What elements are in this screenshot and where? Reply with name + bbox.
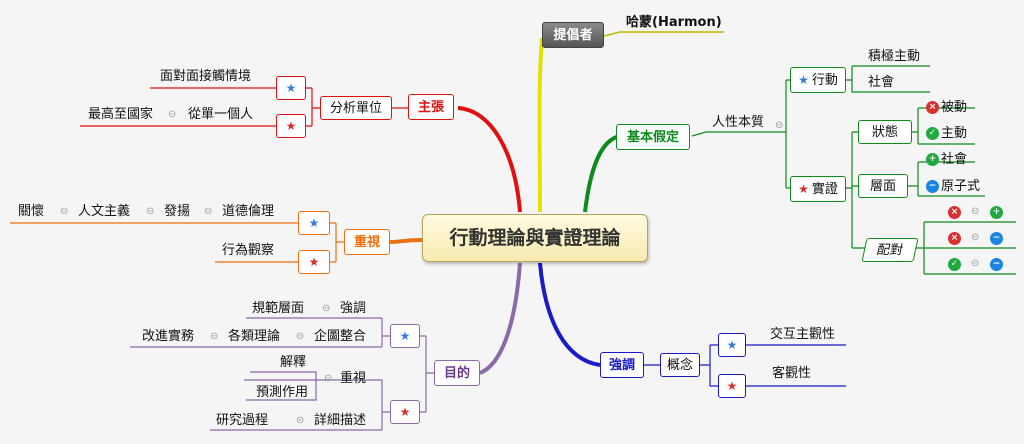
star-blue-node[interactable]: ★ bbox=[718, 333, 746, 357]
star-red-node[interactable]: ★ bbox=[718, 374, 746, 398]
integrate-label: 企圖整合 bbox=[314, 329, 367, 344]
research-process-label: 研究過程 bbox=[216, 413, 269, 428]
state-child-active: 主動 bbox=[941, 126, 968, 141]
action-node[interactable]: ★行動 bbox=[790, 67, 846, 93]
ethics-label: 道德倫理 bbox=[222, 204, 275, 219]
empirical-label: 實證 bbox=[811, 181, 838, 197]
detail-label: 詳細描述 bbox=[314, 413, 367, 428]
plus-circle-icon: + bbox=[926, 153, 939, 166]
collapse-icon[interactable]: ⊝ bbox=[146, 206, 155, 217]
value-node[interactable]: 重視 bbox=[344, 229, 390, 255]
basic-assumption-node[interactable]: 基本假定 bbox=[616, 124, 690, 150]
emphasis-node[interactable]: 強調 bbox=[600, 352, 644, 378]
emphasize-label: 強調 bbox=[340, 301, 367, 316]
check-circle-icon: ✓ bbox=[926, 127, 939, 140]
purpose-node[interactable]: 目的 bbox=[434, 360, 480, 386]
collapse-icon[interactable]: ⊝ bbox=[168, 109, 177, 120]
state-child-passive: 被動 bbox=[941, 100, 968, 115]
level-child-social: 社會 bbox=[941, 152, 968, 167]
close-circle-icon: × bbox=[926, 101, 939, 114]
collapse-icon: ⊝ bbox=[971, 232, 980, 243]
star-blue-node[interactable]: ★ bbox=[276, 76, 306, 100]
norm-level-label: 規範層面 bbox=[252, 301, 305, 316]
presenter-name: 哈蒙(Harmon) bbox=[626, 15, 722, 30]
claim-node[interactable]: 主張 bbox=[408, 94, 454, 120]
close-circle-icon: × bbox=[948, 232, 961, 245]
star-icon: ★ bbox=[285, 81, 297, 95]
collapse-icon: ⊝ bbox=[971, 206, 980, 217]
level-child-atomic: 原子式 bbox=[941, 179, 981, 194]
star-icon: ★ bbox=[399, 329, 411, 343]
star-icon: ★ bbox=[285, 119, 297, 133]
humanism-label: 人文主義 bbox=[78, 204, 131, 219]
explain-label: 解釋 bbox=[280, 355, 307, 370]
star-blue-node[interactable]: ★ bbox=[298, 211, 330, 235]
collapse-icon[interactable]: ⊝ bbox=[60, 206, 69, 217]
care-label: 關懷 bbox=[18, 204, 45, 219]
collapse-icon[interactable]: ⊝ bbox=[210, 331, 219, 342]
face-to-face-label: 面對面接觸情境 bbox=[160, 69, 252, 84]
level-node[interactable]: 層面 bbox=[858, 174, 908, 198]
central-topic[interactable]: 行動理論與實證理論 bbox=[422, 214, 648, 262]
theories-label: 各類理論 bbox=[228, 329, 281, 344]
collapse-icon[interactable]: ⊝ bbox=[296, 331, 305, 342]
collapse-icon[interactable]: ⊝ bbox=[322, 303, 331, 314]
star-icon: ★ bbox=[308, 255, 320, 269]
state-node[interactable]: 狀態 bbox=[858, 120, 912, 144]
action-child-2: 社會 bbox=[868, 75, 895, 90]
value-purpose-label: 重視 bbox=[340, 371, 367, 386]
minus-circle-icon: − bbox=[926, 180, 939, 193]
collapse-icon[interactable]: ⊝ bbox=[775, 120, 784, 131]
star-icon: ★ bbox=[726, 338, 738, 352]
star-icon: ★ bbox=[798, 182, 809, 196]
from-individual-label: 從單一個人 bbox=[188, 107, 254, 122]
to-nation-label: 最高至國家 bbox=[88, 107, 154, 122]
check-circle-icon: ✓ bbox=[948, 258, 961, 271]
collapse-icon[interactable]: ⊝ bbox=[324, 373, 333, 384]
minus-circle-icon: − bbox=[990, 258, 1003, 271]
concept-node[interactable]: 概念 bbox=[660, 353, 700, 377]
close-circle-icon: × bbox=[948, 206, 961, 219]
objectivity-label: 客觀性 bbox=[772, 366, 812, 381]
promote-label: 發揚 bbox=[164, 204, 191, 219]
minus-circle-icon: − bbox=[990, 232, 1003, 245]
pair-node[interactable]: 配對 bbox=[861, 238, 919, 262]
analysis-unit-node[interactable]: 分析單位 bbox=[320, 96, 392, 120]
collapse-icon: ⊝ bbox=[971, 258, 980, 269]
empirical-node[interactable]: ★實證 bbox=[790, 176, 846, 202]
star-icon: ★ bbox=[726, 379, 738, 393]
star-red-node[interactable]: ★ bbox=[390, 400, 420, 424]
plus-circle-icon: + bbox=[990, 206, 1003, 219]
star-icon: ★ bbox=[798, 73, 809, 87]
predict-label: 預測作用 bbox=[256, 385, 309, 400]
presenter-node[interactable]: 提倡者 bbox=[542, 22, 604, 48]
intersubjectivity-label: 交互主觀性 bbox=[770, 327, 836, 342]
action-child-1: 積極主動 bbox=[868, 49, 921, 64]
star-blue-node[interactable]: ★ bbox=[390, 324, 420, 348]
star-red-node[interactable]: ★ bbox=[298, 250, 330, 274]
collapse-icon[interactable]: ⊝ bbox=[296, 415, 305, 426]
star-red-node[interactable]: ★ bbox=[276, 114, 306, 138]
star-icon: ★ bbox=[399, 405, 411, 419]
human-nature-label: 人性本質 bbox=[712, 115, 765, 130]
behavior-observation-label: 行為觀察 bbox=[222, 243, 275, 258]
action-label: 行動 bbox=[811, 72, 838, 88]
star-icon: ★ bbox=[308, 216, 320, 230]
collapse-icon[interactable]: ⊝ bbox=[204, 206, 213, 217]
improve-practice-label: 改進實務 bbox=[142, 329, 195, 344]
